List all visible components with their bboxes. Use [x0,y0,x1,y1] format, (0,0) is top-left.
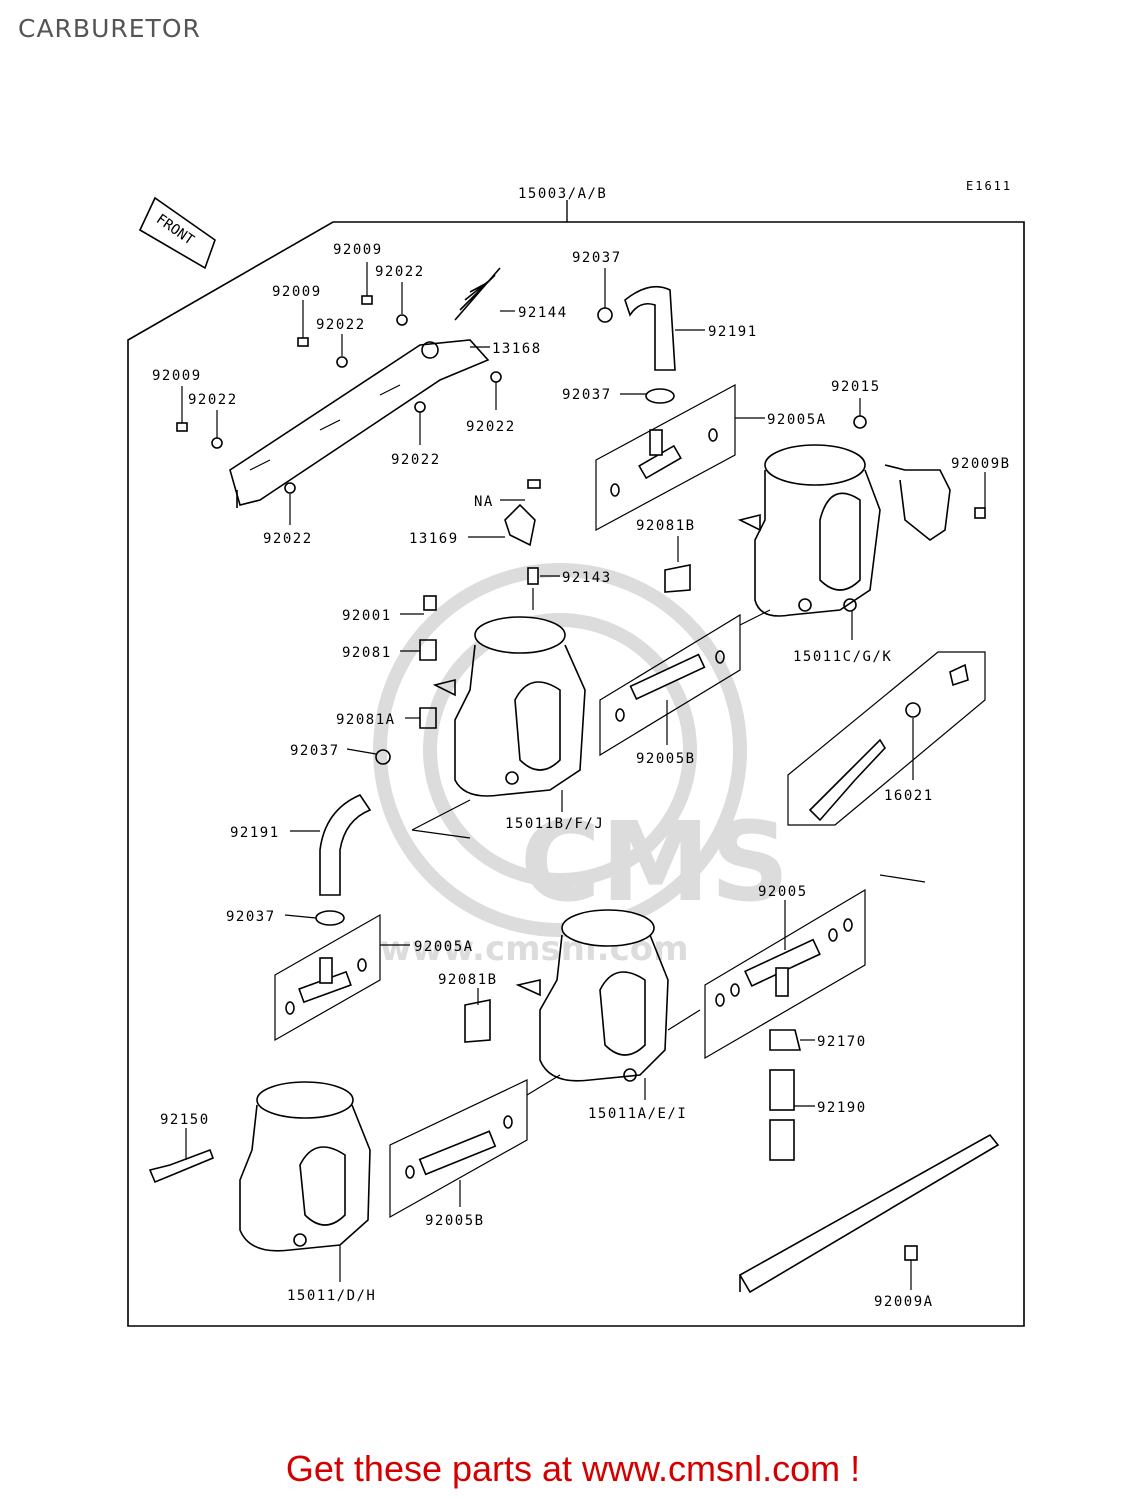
screw-92150 [148,1148,215,1184]
carburetor-15011 [239,1081,371,1252]
callout-label: 13168 [492,341,542,357]
callout-label: 15011B/F/J [505,816,604,832]
callout-label: 92191 [708,324,758,340]
callout-label: 92081 [342,645,392,661]
callout-label: 92170 [817,1034,867,1050]
fitting-box-92005A-top [595,383,736,532]
spring-92081A [419,707,437,729]
part-92143 [527,567,539,585]
callout-label: 92037 [290,743,340,759]
hose-92191-top [624,285,676,371]
callout-label: 92191 [230,825,280,841]
fitting-box-92005A-low [274,913,381,1042]
callout-label: 92022 [375,264,425,280]
fitting-box-92005B-mid [599,613,741,757]
part-13169 [504,503,536,547]
fitting-box-92005B-low [389,1079,528,1219]
fitting-box-92005 [704,874,926,1060]
carburetor-15011C [737,444,881,617]
callout-label: 92009A [874,1294,934,1310]
diagram-code: E1611 [966,179,1012,193]
spring-92144 [454,267,501,321]
callout-labels: 15003/A/B 92009 92022 92009 92022 92144 … [152,186,1011,1310]
hose-92190-b [769,1119,795,1161]
callout-label: 92143 [562,570,612,586]
sensor-box-16021 [787,651,986,826]
callout-label: 92005A [414,939,474,955]
callout-label: NA [474,494,494,510]
spring-92081B-low [464,999,491,1043]
callout-label: 92022 [466,419,516,435]
carburetor-15011A [515,909,669,1082]
callout-label: 15011A/E/I [588,1106,687,1122]
leader-lines [181,200,986,1290]
callout-label: 92037 [562,387,612,403]
callout-label: 92081B [636,518,696,534]
clamp-92170 [769,1029,802,1051]
callout-label: 92081B [438,972,498,988]
callout-label: 92005B [636,751,696,767]
callout-label: 13169 [409,531,459,547]
hose-92191-left [319,794,372,896]
callout-label: 92022 [391,452,441,468]
callout-label: 92022 [263,531,313,547]
hose-92190-a [769,1069,795,1111]
front-arrow-icon: FRONT [138,196,216,270]
page-title: CARBURETOR [18,14,201,43]
carburetor-15011B [432,616,586,797]
callout-label: 15011C/G/K [793,649,892,665]
callout-label: 92022 [316,317,366,333]
callout-label: 92005 [758,884,808,900]
callout-label: 92022 [188,392,238,408]
callout-label: 92037 [572,250,622,266]
nut-92015 [853,415,867,429]
parts-diagram: CMS www.cmsnl.com FRONT [127,179,1025,1327]
callout-label: 92009 [333,242,383,258]
screws-washers [176,295,502,494]
assembly-frame [127,221,1025,1327]
spring-92081B-top [664,564,691,593]
callout-label: 16021 [884,788,934,804]
callout-label: 92144 [518,305,568,321]
callout-label: 92190 [817,1100,867,1116]
callout-label: 92150 [160,1112,210,1128]
clip-92037-top [597,307,613,323]
spring-92081 [419,639,437,661]
clip-92037-left [375,749,391,765]
bracket-92009B [884,464,951,541]
screw-NA [527,479,541,489]
cta-link[interactable]: Get these parts at www.cmsnl.com ! [285,1448,861,1489]
callout-label: 15003/A/B [518,186,607,202]
bar-92009A [738,1133,1000,1294]
watermark: CMS www.cmsnl.com [373,563,789,969]
callout-label: 15011/D/H [287,1288,376,1304]
watermark-text: CMS [520,798,789,926]
callout-label: 92009 [152,368,202,384]
clip-92037-low [315,910,345,926]
callout-label: 92037 [226,909,276,925]
callout-label: 92005B [425,1213,485,1229]
screw-92001 [423,595,437,611]
bracket-13168 [229,339,490,508]
callout-label: 92009 [272,284,322,300]
callout-label: 92009B [951,456,1011,472]
clip-92037-mid [645,388,675,404]
callout-label: 92001 [342,608,392,624]
screw-92009B [974,507,986,519]
callout-label: 92005A [767,412,827,428]
callout-label: 92015 [831,379,881,395]
callout-label: 92081A [336,712,396,728]
